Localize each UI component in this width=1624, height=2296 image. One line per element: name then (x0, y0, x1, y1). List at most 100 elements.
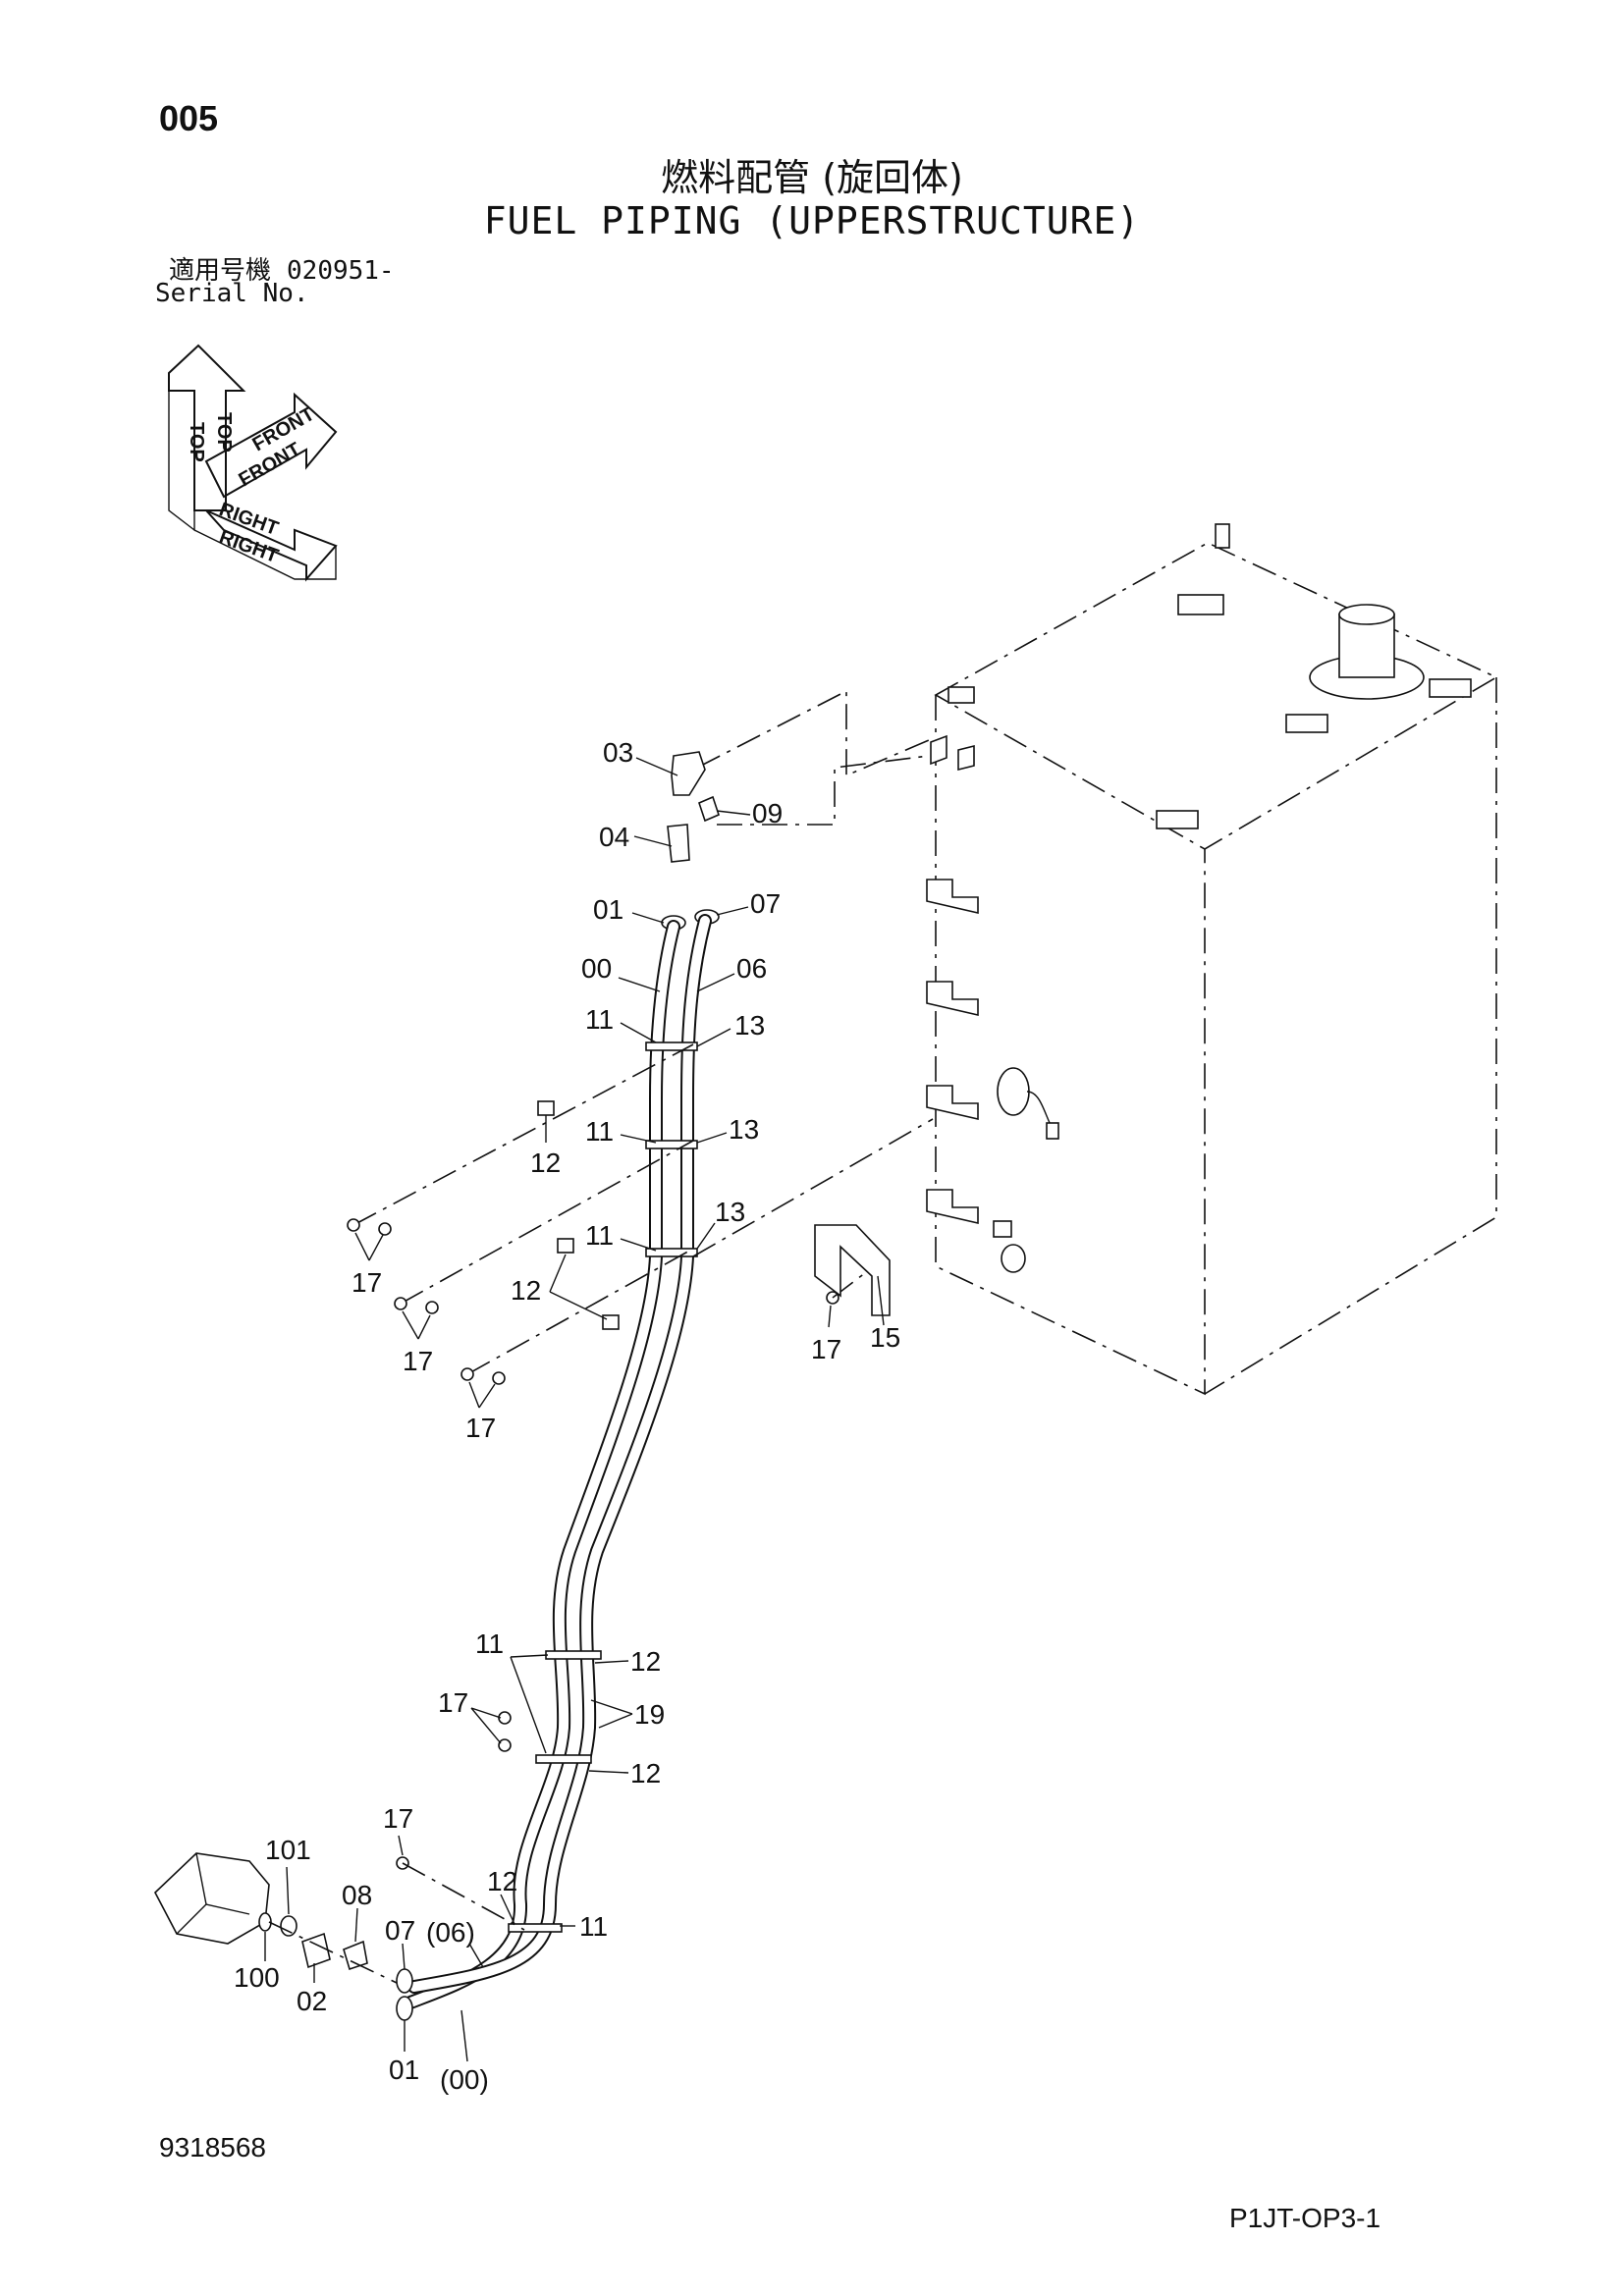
fuel-level-sensor (997, 1067, 1030, 1116)
leader-12c (594, 1660, 629, 1664)
bolt-17-c2 (492, 1371, 506, 1385)
callout-09: 09 (752, 798, 783, 828)
leader-101 (286, 1866, 290, 1915)
page-code: P1JT-OP3-1 (1229, 2203, 1381, 2233)
tank-top-plate-2 (1285, 714, 1328, 733)
callout-07-upper: 07 (750, 888, 781, 919)
leader-08 (354, 1907, 358, 1943)
label-top-2: TOP (213, 412, 235, 453)
callout-12-b: 12 (511, 1275, 541, 1306)
leader-13c (696, 1222, 716, 1250)
leader-01a (631, 912, 665, 924)
leader-12e (500, 1894, 515, 1925)
tank-outlet-port (957, 744, 975, 772)
leader-17c (468, 1381, 496, 1409)
bracket-2 (926, 981, 979, 1017)
callout-00-lower: (00) (440, 2064, 489, 2095)
callout-17-d: 17 (811, 1334, 841, 1364)
bolt-17-e2 (498, 1738, 512, 1752)
bolt-line-f (402, 1862, 525, 1931)
callout-06-upper: 06 (736, 953, 767, 984)
tank-side-brackets (926, 879, 979, 1225)
return-line-dashed (717, 755, 930, 826)
bolt-line-b (400, 1140, 694, 1305)
bolt-17-a1 (347, 1218, 360, 1232)
callout-12-a: 12 (530, 1148, 561, 1178)
leader-06a (696, 973, 735, 992)
tank-top-plate-5 (947, 686, 975, 704)
leader-12d (588, 1770, 629, 1774)
orientation-indicator: TOP TOP FRONT FRONT RIGHT RIGHT (168, 344, 338, 582)
leader-00b (460, 2009, 468, 2062)
label-top: TOP (186, 422, 207, 462)
leader-07b (402, 1943, 406, 1970)
hose-clamps (508, 1041, 698, 1933)
elbow-fitting-09 (698, 795, 720, 823)
o-ring-100 (258, 1912, 272, 1932)
top-arrow (168, 344, 246, 511)
sensor-connector (1046, 1122, 1059, 1140)
callout-12-c: 12 (630, 1646, 661, 1677)
leader-11b (620, 1134, 657, 1144)
tank-return-port (930, 734, 947, 766)
callout-13-c: 13 (715, 1197, 745, 1227)
tank-top-outline (934, 542, 1498, 850)
callout-11-b: 11 (585, 1116, 614, 1147)
callout-04: 04 (599, 822, 629, 852)
feed-line-dashed (696, 689, 930, 777)
cushion-12-c (602, 1314, 620, 1330)
leader-13a (696, 1028, 731, 1047)
tank-drain-fitting (993, 1220, 1012, 1238)
clamp-11-e (535, 1754, 592, 1764)
tank-side-outline (935, 695, 1206, 1396)
hose-00-inner (406, 922, 678, 2007)
callout-00-upper: 00 (581, 953, 612, 984)
hose-06-inner (409, 916, 710, 1992)
leader-11c (620, 1238, 657, 1252)
leader-12b (549, 1254, 608, 1320)
adapter-08 (343, 1940, 368, 1971)
tank-drain-cap (1001, 1244, 1026, 1273)
callout-13-b: 13 (729, 1114, 759, 1145)
leader-17f (398, 1835, 404, 1856)
tank-top-plate-1 (1177, 594, 1224, 615)
leader-07a (716, 906, 749, 916)
bolt-17-b2 (425, 1301, 439, 1314)
callout-100: 100 (234, 1962, 280, 1993)
document-number: 9318568 (159, 2132, 267, 2163)
tank-back-outline (1204, 677, 1497, 1395)
orientation-base (193, 529, 337, 580)
title-english: FUEL PIPING (UPPERSTRUCTURE) (483, 199, 1141, 242)
leader-11d (510, 1654, 549, 1754)
serial-label-english: Serial No. (155, 279, 309, 308)
leader-17e (470, 1707, 502, 1744)
callout-17-a: 17 (352, 1267, 382, 1298)
adapter-02 (301, 1932, 331, 1969)
callout-12-e: 12 (487, 1866, 517, 1896)
serial-label-jp-text: 適用号機 (169, 256, 272, 286)
bolt-line-a (352, 1043, 694, 1226)
clamp-11-f (508, 1923, 563, 1933)
leader-11a (620, 1022, 657, 1043)
pump-line-dashed (268, 1921, 398, 1984)
clamp-11-c (645, 1248, 698, 1257)
leader-17d (828, 1305, 832, 1328)
clamp-11-d (545, 1650, 602, 1660)
bracket-4 (926, 1189, 979, 1225)
cushion-12-a (537, 1100, 555, 1116)
callout-101: 101 (265, 1835, 311, 1865)
elbow-fitting-03 (671, 751, 706, 796)
leader-03 (635, 757, 678, 776)
callout-11-a: 11 (585, 1004, 614, 1035)
bolt-line-c (466, 1248, 694, 1375)
front-arrow (204, 392, 338, 499)
bolt-17-c1 (460, 1367, 474, 1381)
hose-clamp-01-lower (396, 1996, 413, 2021)
leader-09 (716, 810, 751, 816)
leader-17b (402, 1310, 431, 1340)
hose-clamp-07-lower (396, 1968, 413, 1994)
fuel-pump-detail (176, 1852, 250, 1935)
callout-08: 08 (342, 1880, 372, 1910)
